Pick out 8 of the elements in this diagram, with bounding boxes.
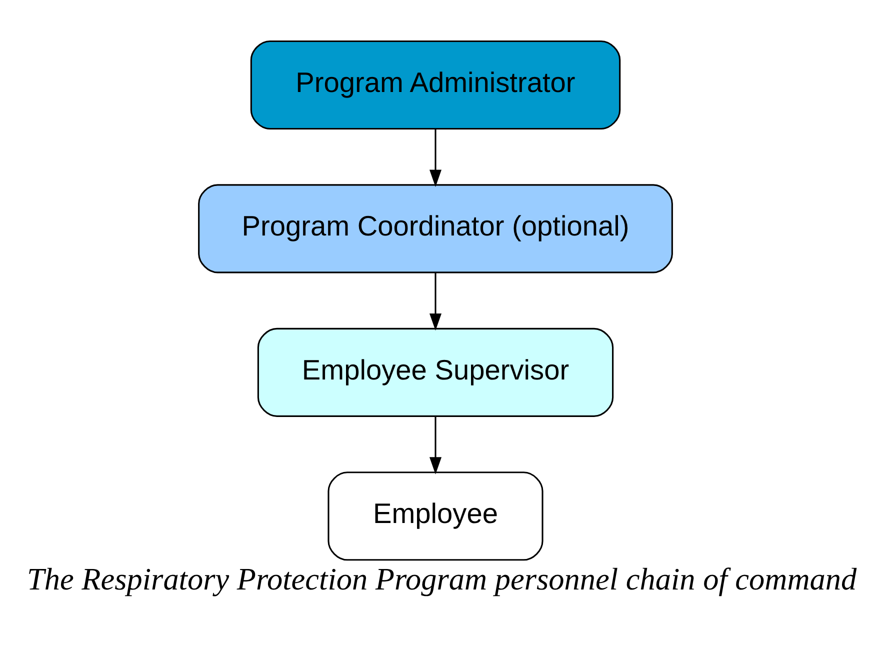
node-box: Program Coordinator (optional) <box>198 184 673 273</box>
node-box: Employee <box>328 471 544 560</box>
arrow <box>429 128 442 186</box>
node-box: Program Administrator <box>250 40 621 129</box>
caption: The Respiratory Protection Program personnel chain of command <box>26 561 857 596</box>
arrow <box>429 272 442 330</box>
node-box: Employee Supervisor <box>257 327 614 416</box>
arrow <box>429 416 442 474</box>
